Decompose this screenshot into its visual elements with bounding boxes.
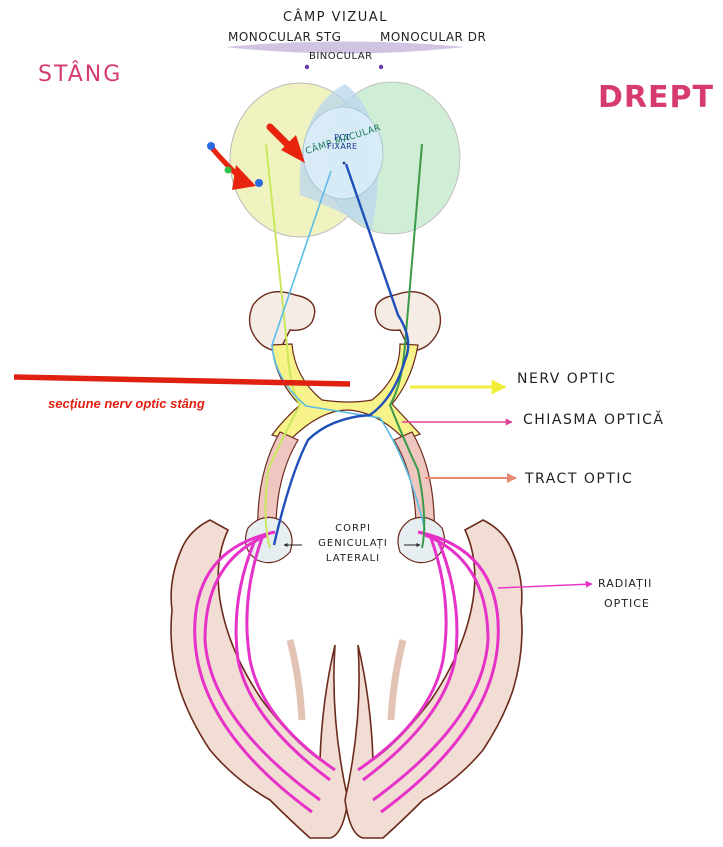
stang-label: STÂNG [38, 62, 123, 87]
corpi-geniculati-label: CORPI GENICULAȚI LATERALI [298, 521, 408, 566]
left-radiation-2 [245, 537, 336, 772]
left-radiation-3 [203, 533, 321, 802]
right-radiation-3 [372, 533, 490, 802]
drept-label: DREPT [598, 80, 714, 115]
nerv-optic-label: NERV OPTIC [517, 371, 617, 387]
chiasma-optica-label: CHIASMA OPTICĂ [523, 412, 665, 428]
left-occipital-lobe [170, 519, 349, 839]
macular-field [302, 106, 384, 200]
laterali-line: LATERALI [325, 553, 381, 564]
right-radiation-4 [380, 530, 500, 814]
tract-optic-label: TRACT OPTIC [525, 471, 634, 487]
field-red-arrow-head [281, 135, 305, 163]
left-radiation-4 [193, 530, 313, 814]
left-cortex-shading [286, 639, 306, 721]
binocular-marker-left [304, 64, 310, 70]
fixare-label: FIXARE [327, 142, 358, 151]
arrow-dot-blue-bottom [255, 179, 263, 187]
binocular-label: BINOCULAR [309, 51, 373, 62]
corpi-line: CORPI [335, 523, 371, 534]
retinal-fibers [264, 143, 426, 549]
visual-field-bar [225, 41, 465, 54]
right-occipital-lobe [344, 519, 523, 839]
pct-fixare-label: PCT FIXARE [327, 133, 357, 151]
fiber-right-macular [272, 163, 410, 546]
fiber-left-temporal [264, 143, 302, 549]
right-lgn [397, 516, 446, 564]
radiatii-optice-label: RADIAȚII OPTICE [598, 574, 652, 614]
binocular-marker-right [378, 64, 384, 70]
optic-nerve-chiasm [271, 343, 422, 441]
optic-radiations [193, 530, 500, 814]
radiatii-line: RADIAȚII [598, 577, 653, 590]
monocular-dr-label: MONOCULAR DR [380, 30, 487, 44]
arrow-dot-blue-top [207, 142, 215, 150]
right-cortex-shading [387, 639, 407, 721]
monocular-stg-label: MONOCULAR STG [228, 30, 342, 44]
sectiune-nerv-optic-label: secțiune nerv optic stâng [48, 396, 205, 411]
arrow-dot-green [224, 166, 232, 174]
fixation-point [342, 161, 346, 165]
visual-fields [229, 81, 461, 238]
geniculati-line: GENICULAȚI [318, 538, 388, 549]
left-optic-nerve-lesion [13, 374, 351, 387]
optice-line: OPTICE [604, 597, 650, 610]
camp-vizual-label: CÂMP VIZUAL [283, 10, 388, 25]
fiber-left-macular [271, 170, 426, 531]
pct-label: PCT [334, 133, 351, 142]
radiation-pointer [497, 580, 593, 589]
left-red-arrow-head [232, 165, 256, 190]
right-radiation-2 [357, 537, 448, 772]
left-radiation-1 [234, 539, 331, 782]
right-radiation-1 [362, 539, 459, 782]
